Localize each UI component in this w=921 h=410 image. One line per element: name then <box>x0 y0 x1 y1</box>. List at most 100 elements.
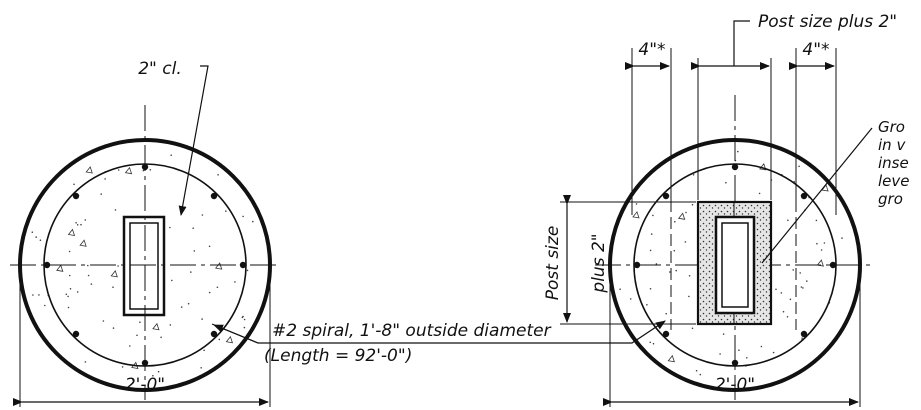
speckle-dot <box>31 231 34 233</box>
grout-note-leader <box>761 127 873 264</box>
speckle-dot <box>655 263 658 265</box>
speckle-dot <box>32 294 34 296</box>
aggregate-mark <box>110 270 118 278</box>
speckle-dot <box>218 338 221 341</box>
clear-cover-leader <box>178 65 209 216</box>
speckle-dot <box>114 209 117 211</box>
speckle-dot <box>112 327 115 329</box>
speckle-dot <box>691 327 694 330</box>
left-post-outer <box>122 215 166 317</box>
grout-note-line-4: leve <box>878 172 910 190</box>
speckle-dot <box>104 178 106 180</box>
grout-note: Gro in v inse leve gro <box>878 118 910 208</box>
speckle-dot <box>157 370 160 373</box>
speckle-dot <box>192 227 194 229</box>
speckle-dot <box>80 223 82 226</box>
speckle-dot <box>67 306 70 309</box>
speckle-dot <box>802 287 804 289</box>
speckle-dot <box>806 280 808 282</box>
speckle-dot <box>652 214 654 217</box>
right-diameter-label: 2'-0" <box>715 375 755 395</box>
speckle-dot <box>675 269 677 272</box>
right-pile-section: Post size plus 2" 4"* 4"* Post size plus… <box>543 12 910 407</box>
clear-cover-label: 2" cl. <box>138 59 182 79</box>
aggregate-mark <box>214 262 223 270</box>
speckle-dot <box>87 274 90 277</box>
speckle-dot <box>252 220 254 223</box>
speckle-dot <box>187 302 190 305</box>
speckle-dot <box>801 337 803 340</box>
speckle-dot <box>800 286 803 288</box>
speckle-dot <box>208 291 211 294</box>
speckle-dot <box>725 181 727 184</box>
aggregate-mark <box>667 354 675 363</box>
grout-note-line-2: in v <box>878 136 906 154</box>
speckle-dot <box>789 298 792 301</box>
speckle-dot <box>117 169 120 171</box>
speckle-dot <box>200 367 202 369</box>
speckle-dot <box>737 150 739 153</box>
right-gap-label: 4"* <box>802 40 829 60</box>
left-pile-section: 2" cl. 2'-0" <box>10 59 280 407</box>
top-dim-label: Post size plus 2" <box>758 12 897 32</box>
aggregate-mark <box>759 163 767 171</box>
speckle-dot <box>129 345 131 347</box>
speckle-dot <box>760 345 763 348</box>
aggregate-mark <box>56 264 64 272</box>
speckle-dot <box>722 333 725 335</box>
speckle-dot <box>669 271 671 273</box>
spiral-note-line1: #2 spiral, 1'-8" outside diameter <box>272 321 552 341</box>
speckle-dot <box>787 219 789 222</box>
left-gap-label: 4"* <box>638 40 665 60</box>
speckle-dot <box>665 312 667 315</box>
aggregate-mark <box>79 239 87 247</box>
left-post-inner <box>129 222 159 310</box>
speckle-dot <box>782 310 785 313</box>
speckle-dot <box>674 220 676 223</box>
left-concrete-speckle <box>31 154 254 381</box>
aggregate-mark <box>124 166 133 175</box>
speckle-dot <box>246 269 249 272</box>
speckle-dot <box>841 237 843 239</box>
speckle-dot <box>139 321 141 324</box>
speckle-dot <box>646 304 648 306</box>
aggregate-mark <box>632 211 640 219</box>
speckle-dot <box>798 165 800 168</box>
speckle-dot <box>208 245 211 248</box>
speckle-dot <box>629 298 632 300</box>
grout-note-line-3: inse <box>878 154 909 172</box>
speckle-dot <box>76 291 79 293</box>
speckle-dot <box>792 269 794 271</box>
speckle-dot <box>775 288 777 291</box>
speckle-dot <box>160 336 162 339</box>
speckle-dot <box>815 219 818 222</box>
speckle-dot <box>169 226 171 229</box>
speckle-dot <box>75 222 77 224</box>
right-concrete-speckle <box>619 150 843 376</box>
speckle-dot <box>649 249 652 252</box>
speckle-dot <box>688 275 691 277</box>
speckle-dot <box>243 318 246 321</box>
speckle-dot <box>786 316 789 318</box>
speckle-dot <box>180 306 183 308</box>
speckle-dot <box>823 242 826 244</box>
speckle-dot <box>38 294 40 296</box>
grout-note-line-1: Gro <box>878 118 905 136</box>
speckle-dot <box>152 374 154 377</box>
speckle-dot <box>100 193 102 195</box>
spiral-note-line2: (Length = 92'-0") <box>264 346 412 366</box>
speckle-dot <box>39 239 42 241</box>
speckle-dot <box>67 295 69 298</box>
speckle-dot <box>635 203 638 205</box>
speckle-dot <box>649 288 652 290</box>
aggregate-mark <box>67 228 76 236</box>
grout-note-line-5: gro <box>878 190 903 208</box>
speckle-dot <box>117 265 119 267</box>
speckle-dot <box>820 249 823 251</box>
side-dim-label-line2: plus 2" <box>589 233 609 293</box>
speckle-dot <box>684 241 687 243</box>
speckle-dot <box>201 214 204 216</box>
top-dim-leader <box>733 20 750 66</box>
right-post-inner <box>721 222 749 308</box>
